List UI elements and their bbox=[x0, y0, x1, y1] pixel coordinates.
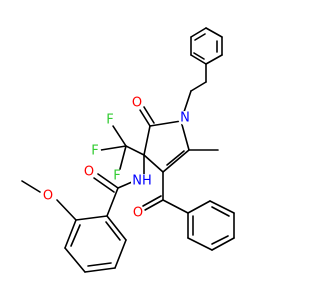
bond-inner bbox=[193, 52, 205, 60]
atom-label: O bbox=[84, 165, 94, 180]
atom-label: F bbox=[91, 144, 98, 159]
atom-label: N bbox=[180, 111, 190, 126]
bond bbox=[205, 54, 223, 65]
bond bbox=[190, 81, 207, 92]
ring-nitrogen: N bbox=[178, 111, 192, 126]
bond bbox=[209, 200, 235, 214]
bond bbox=[143, 154, 164, 173]
bond bbox=[162, 149, 190, 173]
bond-layer bbox=[21, 27, 235, 273]
bond bbox=[93, 177, 115, 193]
bond-inner bbox=[211, 206, 230, 217]
atom-label: F bbox=[113, 169, 120, 184]
bond bbox=[144, 199, 164, 211]
fluorine-1: F bbox=[104, 113, 116, 128]
bond bbox=[190, 54, 207, 65]
atom-label: O bbox=[132, 96, 142, 111]
bond bbox=[190, 27, 207, 38]
bond bbox=[125, 145, 145, 156]
lactam-oxygen: O bbox=[130, 96, 144, 111]
bond bbox=[21, 180, 41, 193]
bond-inner bbox=[105, 221, 121, 241]
bond bbox=[187, 200, 211, 214]
bond bbox=[106, 187, 119, 217]
bond-inner bbox=[194, 33, 206, 41]
bond bbox=[112, 125, 127, 147]
bond bbox=[56, 199, 77, 221]
fluorine-2: F bbox=[89, 144, 101, 159]
bond bbox=[142, 195, 162, 207]
bond bbox=[149, 120, 182, 127]
bond bbox=[97, 173, 119, 189]
atom-label-layer: O N F F F O NH bbox=[41, 96, 192, 221]
bond bbox=[162, 199, 189, 214]
bond bbox=[64, 247, 86, 273]
bond bbox=[187, 237, 213, 251]
atom-label: O bbox=[43, 189, 53, 204]
bond bbox=[106, 215, 127, 241]
bond bbox=[139, 109, 151, 127]
molecule-diagram: O N F F F O NH bbox=[21, 27, 235, 273]
methoxy-oxygen: O bbox=[41, 189, 55, 204]
atom-label: F bbox=[106, 113, 113, 128]
bond bbox=[143, 125, 151, 156]
bond bbox=[180, 120, 190, 151]
bond-inner bbox=[87, 262, 112, 267]
fluorine-3: F bbox=[111, 169, 123, 184]
bond bbox=[119, 145, 127, 170]
amide-nitrogen: NH bbox=[131, 174, 153, 189]
bond bbox=[114, 239, 127, 269]
bond bbox=[211, 237, 235, 251]
bond bbox=[143, 106, 155, 124]
atom-label: NH bbox=[132, 174, 152, 189]
amide-oxygen: O bbox=[82, 165, 96, 180]
bond bbox=[117, 181, 133, 189]
atom-label: O bbox=[133, 206, 143, 221]
bond-inner bbox=[166, 150, 185, 166]
bond bbox=[75, 215, 108, 221]
bond bbox=[64, 219, 77, 249]
bond-inner bbox=[211, 235, 229, 245]
molecule-structure: O N F F F O NH bbox=[21, 27, 235, 273]
bond bbox=[84, 267, 116, 273]
ketone-oxygen: O bbox=[131, 206, 145, 221]
bond-inner bbox=[70, 224, 81, 247]
bond bbox=[100, 145, 127, 151]
bond bbox=[205, 27, 223, 38]
